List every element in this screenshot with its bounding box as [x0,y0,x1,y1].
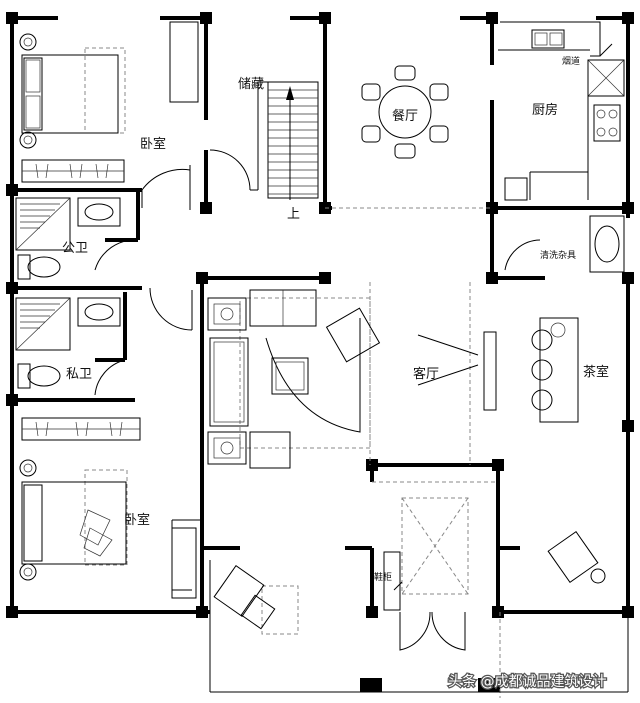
laundry-sink [589,215,625,273]
label-stairs-up: 上 [287,207,300,222]
bed-top [19,33,119,149]
label-chimney: 烟道 [562,55,580,67]
dining-table [361,65,449,159]
columns [6,12,634,692]
label-bedroom-bottom: 卧室 [124,512,150,528]
stairs [257,81,319,200]
label-dining: 餐厅 [392,108,418,124]
label-shoe-cabinet: 鞋柜 [374,571,392,583]
private-bath-fixtures [15,297,121,389]
label-public-bath: 公卫 [62,241,88,256]
room-labels: 卧室 储藏 餐厅 厨房 烟道 公卫 上 清洗杂具 私卫 客厅 茶室 卧室 鞋柜 [62,55,609,583]
terrace-furniture [213,564,299,635]
watermark: 头条 @成都诚品建筑设计 [448,673,606,690]
living-furniture [207,289,497,469]
doors [94,149,541,651]
tea-furniture [531,317,606,584]
label-storage: 储藏 [238,77,264,92]
label-laundry: 清洗杂具 [540,249,576,261]
label-bedroom-top: 卧室 [140,136,166,152]
walls [10,16,630,614]
label-private-bath: 私卫 [66,367,92,382]
label-living: 客厅 [413,366,439,382]
desk-top [169,21,199,103]
dashed-guides [84,47,629,698]
kitchen-fixtures [498,21,625,201]
label-tea-room: 茶室 [583,364,609,380]
desk-bottom [171,527,197,599]
label-kitchen: 厨房 [532,102,558,118]
wardrobe-top [21,159,125,183]
bed-bottom [19,459,127,581]
wardrobe-bottom [21,417,141,441]
public-bath-fixtures [15,197,121,280]
shoe-cabinet [383,551,401,611]
